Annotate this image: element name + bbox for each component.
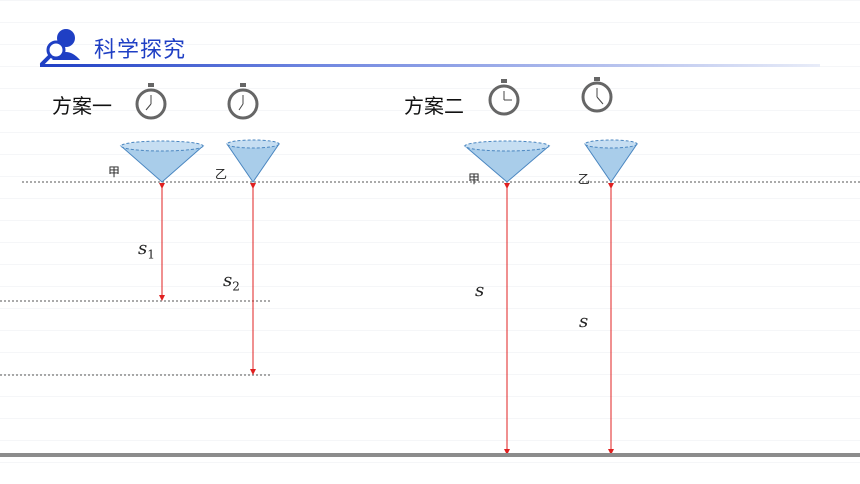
funnel-yi-plan2 [584, 139, 638, 183]
stopwatch-icon [488, 79, 520, 116]
header-underline [40, 64, 820, 67]
ground-line [0, 453, 860, 457]
stopwatch-icon [135, 83, 167, 120]
plan-one-label: 方案一 [52, 94, 112, 118]
stopwatch-icon [581, 77, 613, 113]
distance-label-s: s [579, 311, 589, 332]
funnel-label-yi: 乙 [578, 172, 591, 186]
funnel-jia-plan2 [463, 140, 551, 183]
funnel-label-jia: 甲 [468, 172, 481, 186]
distance-label-s: s [475, 280, 485, 301]
funnel-jia-plan1 [119, 140, 205, 183]
funnel-label-yi: 乙 [215, 167, 228, 181]
funnel-label-jia: 甲 [108, 165, 121, 179]
plan-two-label: 方案二 [404, 94, 464, 118]
distance-label-s2: s2 [223, 270, 240, 294]
scientist-search-icon [40, 29, 80, 66]
distance-label-s1: s1 [138, 238, 155, 262]
stopwatch-icon [227, 83, 259, 120]
page-title: 科学探究 [94, 38, 187, 63]
funnel-yi-plan1 [226, 139, 280, 183]
